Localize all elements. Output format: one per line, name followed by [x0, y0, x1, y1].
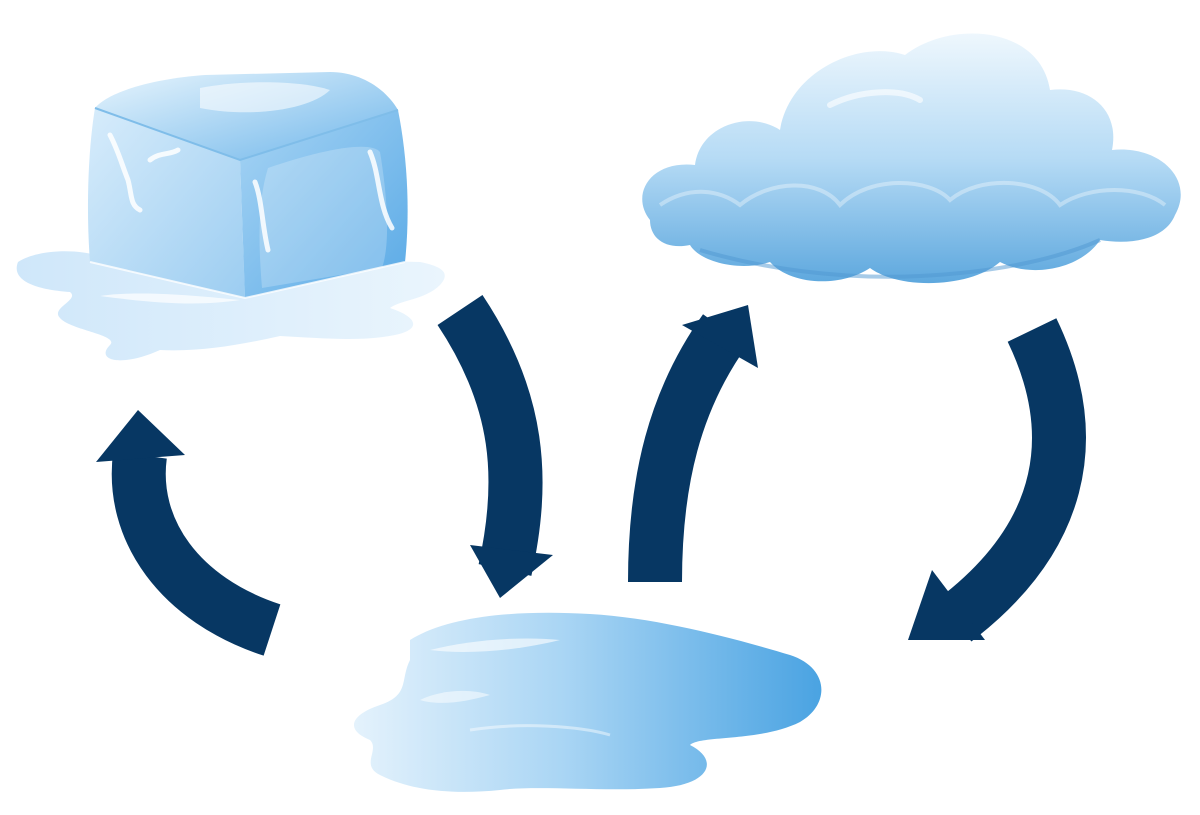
arrow-ice-to-water — [437, 295, 553, 598]
arrows-layer — [96, 295, 1086, 656]
water-puddle-icon — [353, 612, 822, 792]
cloud-icon — [642, 33, 1181, 284]
arrow-water-to-ice — [96, 410, 281, 656]
ice-cube-icon — [16, 72, 445, 361]
arrow-cloud-to-water — [908, 318, 1086, 642]
arrow-water-to-cloud — [628, 305, 758, 583]
